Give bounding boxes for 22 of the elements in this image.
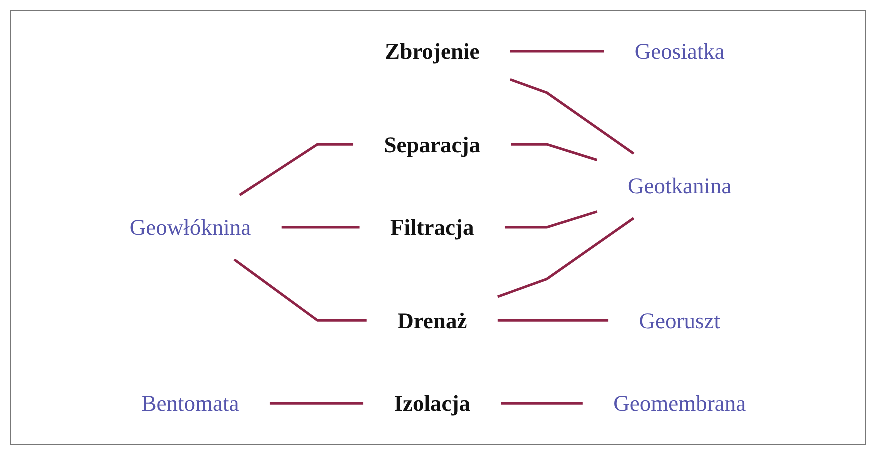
node-text: Izolacja bbox=[394, 390, 471, 416]
connector bbox=[510, 78, 635, 155]
node-text: Geotkanina bbox=[628, 173, 732, 199]
connector bbox=[505, 210, 598, 229]
node-text: Geomembrana bbox=[614, 390, 746, 416]
node-text: Bentomata bbox=[142, 390, 240, 416]
node-text: Separacja bbox=[384, 132, 481, 158]
connector bbox=[498, 319, 609, 322]
connector bbox=[234, 258, 367, 322]
node-text: Geosiatka bbox=[634, 38, 725, 64]
node-text: Geowłóknina bbox=[130, 214, 252, 240]
connector bbox=[497, 217, 635, 298]
node-text: Filtracja bbox=[390, 214, 474, 240]
node-text: Zbrojenie bbox=[385, 38, 480, 64]
connector bbox=[282, 226, 360, 229]
node-text: Georuszt bbox=[639, 308, 721, 334]
connector bbox=[270, 402, 364, 405]
node-text: Drenaż bbox=[398, 308, 468, 334]
connector bbox=[510, 50, 604, 53]
connector bbox=[501, 402, 583, 405]
connector bbox=[511, 143, 598, 162]
connector bbox=[239, 143, 354, 196]
